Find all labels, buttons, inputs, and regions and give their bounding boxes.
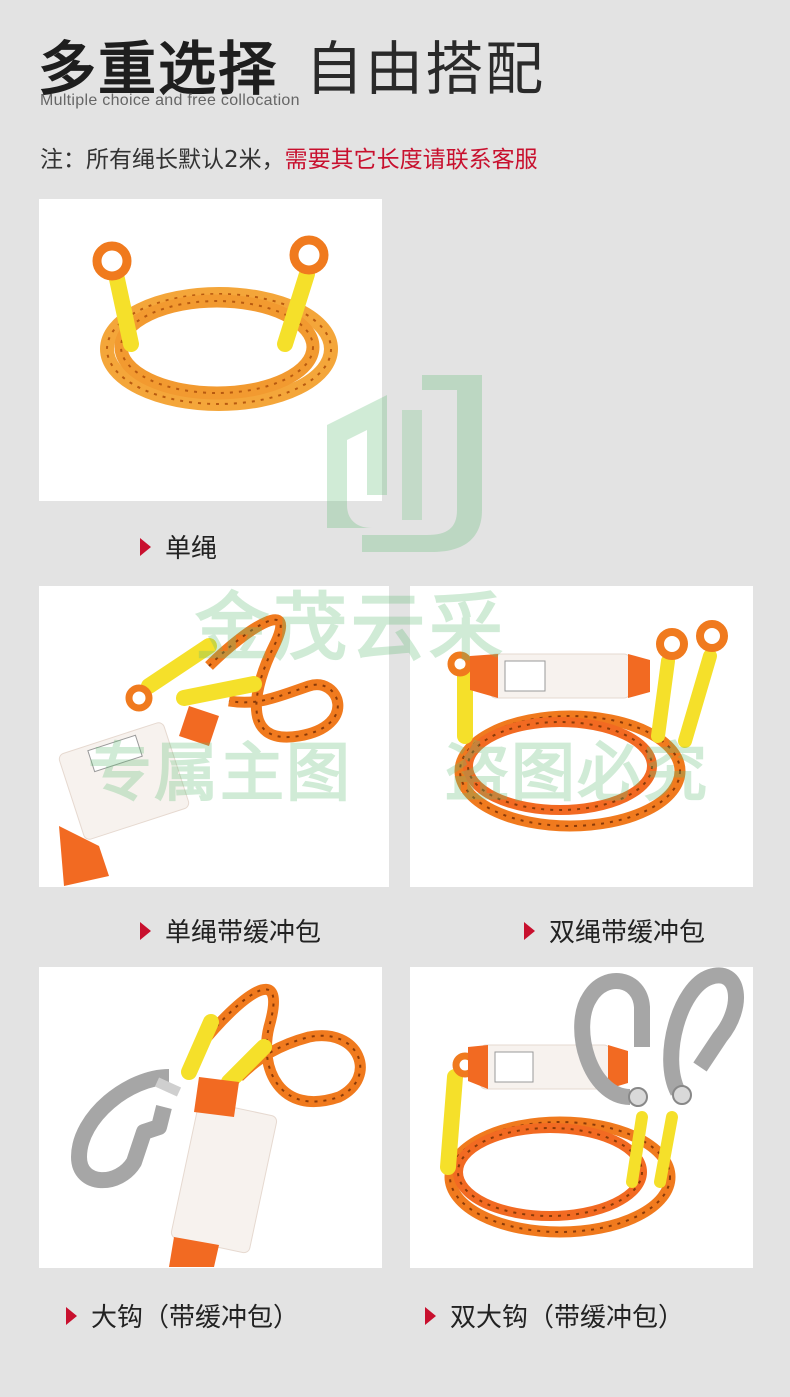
product-image-double-rope-buffer[interactable] [410, 586, 753, 887]
double-big-hook-buffer-illustration [440, 967, 744, 1238]
length-note: 注：所有绳长默认2米，需要其它长度请联系客服 [40, 140, 538, 174]
caption-arrow-icon [524, 921, 535, 940]
note-highlight: 需要其它长度请联系客服 [284, 147, 538, 173]
product-image-single-rope-buffer[interactable] [39, 586, 389, 887]
single-rope-illustration [92, 235, 338, 411]
caption-label: 单绳 [165, 534, 218, 564]
title-bold: 多重选择 [38, 35, 279, 103]
caption-label: 单绳带缓冲包 [165, 918, 322, 948]
caption-arrow-icon [425, 1306, 436, 1325]
caption-label: 双绳带缓冲包 [549, 918, 706, 948]
caption-label: 大钩（带缓冲包） [91, 1303, 300, 1333]
product-image-big-hook-buffer[interactable] [39, 967, 382, 1268]
caption-arrow-icon [66, 1306, 77, 1325]
caption-big-hook-buffer: 大钩（带缓冲包） [66, 1297, 299, 1334]
title-light: 自由搭配 [305, 35, 546, 103]
page-title: 多重选择 自由搭配 [38, 22, 545, 103]
note-prefix: 注：所有绳长默认2米， [40, 147, 285, 173]
big-hook-buffer-illustration [71, 983, 366, 1267]
caption-single-rope: 单绳 [140, 528, 217, 565]
caption-arrow-icon [140, 537, 151, 556]
subtitle: Multiple choice and free collocation [40, 92, 300, 109]
caption-arrow-icon [140, 921, 151, 940]
single-rope-buffer-illustration [58, 614, 344, 886]
caption-double-rope-buffer: 双绳带缓冲包 [524, 912, 705, 949]
caption-double-big-hook-buffer: 双大钩（带缓冲包） [425, 1297, 684, 1334]
double-rope-buffer-illustration [447, 620, 728, 832]
caption-single-rope-buffer: 单绳带缓冲包 [140, 912, 321, 949]
product-image-double-big-hook-buffer[interactable] [410, 967, 753, 1268]
caption-label: 双大钩（带缓冲包） [450, 1303, 685, 1333]
product-image-single-rope[interactable] [39, 199, 382, 501]
